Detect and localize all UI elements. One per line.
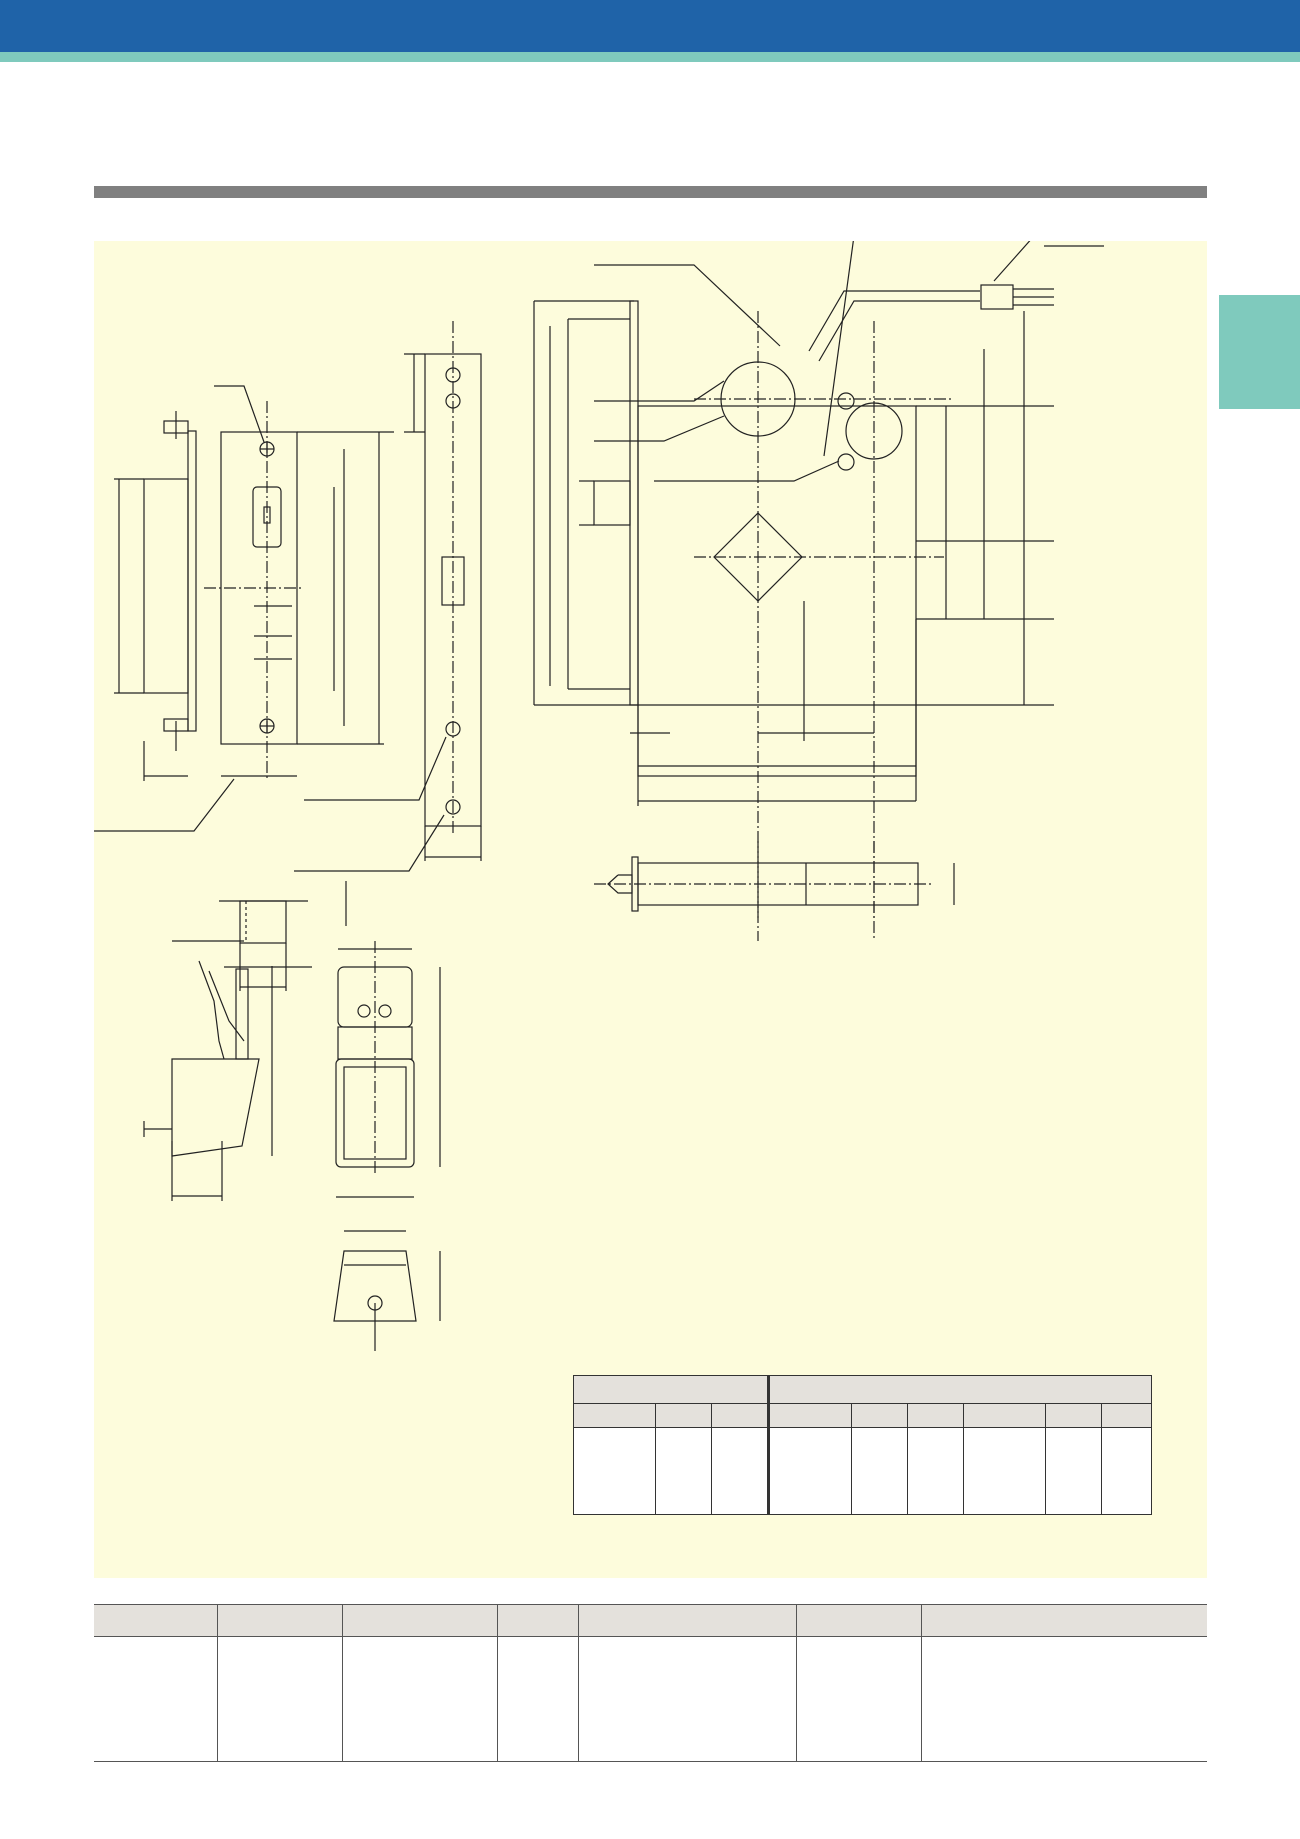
section-divider-rule <box>94 186 1207 198</box>
spec-table-group-header <box>767 1375 1152 1404</box>
spec-table-cell <box>1101 1427 1152 1515</box>
model-table-header <box>497 1604 579 1637</box>
spec-table-group-header-row <box>573 1375 1152 1404</box>
section-side-tab[interactable] <box>1219 295 1300 409</box>
spec-table-subheader <box>907 1403 964 1428</box>
dimension-drawings <box>94 241 1104 1351</box>
spec-table-cell <box>655 1427 712 1515</box>
spec-table-cell <box>711 1427 769 1515</box>
spec-table-subheader <box>1045 1403 1102 1428</box>
table-row <box>94 1636 1207 1762</box>
spec-table-cell <box>963 1427 1046 1515</box>
header-band <box>0 0 1300 52</box>
spec-table-cell <box>767 1427 852 1515</box>
model-table-cell <box>921 1636 1207 1762</box>
model-table-cell <box>578 1636 797 1762</box>
spec-table-subheader <box>655 1403 712 1428</box>
technical-drawing-area <box>94 241 1207 1578</box>
spec-table-cell <box>851 1427 908 1515</box>
model-table-header <box>342 1604 498 1637</box>
spec-table-subheader <box>711 1403 769 1428</box>
spec-table-group-header <box>573 1375 769 1404</box>
model-table-cell <box>497 1636 579 1762</box>
handle-front-view <box>335 941 441 1198</box>
spec-table-subheader <box>1101 1403 1152 1428</box>
spec-table-subheader <box>767 1403 852 1428</box>
handle-side-view <box>143 940 273 1201</box>
model-table-header <box>578 1604 797 1637</box>
model-table-header-row <box>94 1604 1207 1637</box>
spec-table-subheader <box>963 1403 1046 1428</box>
strike-box-detail <box>219 881 347 991</box>
model-table-header <box>94 1604 218 1637</box>
model-table-header <box>796 1604 922 1637</box>
model-table-cell <box>217 1636 343 1762</box>
spec-table-cell <box>1045 1427 1102 1515</box>
face-plate-elevation <box>294 321 482 872</box>
header-accent-stripe <box>0 52 1300 62</box>
spec-table <box>573 1375 1152 1515</box>
spec-table-subheader <box>851 1403 908 1428</box>
model-table-cell <box>94 1636 218 1762</box>
spec-table-subheader-row <box>573 1403 1152 1428</box>
spec-table-cell <box>573 1427 656 1515</box>
spec-table-cell <box>907 1427 964 1515</box>
spec-table-subheader <box>573 1403 656 1428</box>
lock-body-front-view <box>533 241 1104 941</box>
model-table-header <box>921 1604 1207 1637</box>
model-table-header <box>217 1604 343 1637</box>
model-table <box>94 1604 1207 1762</box>
model-table-cell <box>796 1636 922 1762</box>
strike-plate-front-view <box>94 385 394 832</box>
model-table-cell <box>342 1636 498 1762</box>
table-row <box>573 1427 1152 1515</box>
handle-bottom-view <box>333 1230 441 1351</box>
lock-body-side-view <box>594 841 955 921</box>
